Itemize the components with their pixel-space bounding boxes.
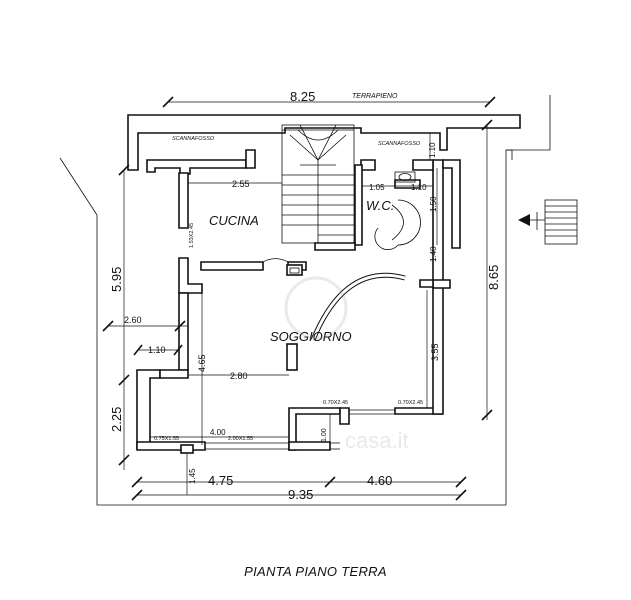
dim-window-d: 2.00X1.55 — [228, 436, 253, 442]
dim-left-lower-height: 2.25 — [109, 407, 124, 432]
watermark: casa.it — [284, 276, 409, 453]
dim-left-step: 1.10 — [148, 345, 166, 355]
dim-bottom-total: 9.35 — [288, 487, 313, 502]
dim-wc-top: 1.10 — [428, 142, 437, 158]
interior-dimensions: 2.55 1.53X2.45 1.05 1.10 1.10 1.50 1.40 … — [150, 133, 440, 445]
watermark-text: casa.it — [345, 428, 409, 453]
dim-bottom-right: 4.60 — [367, 473, 392, 488]
building-walls — [136, 149, 461, 454]
dim-wc-height: 1.50 — [429, 196, 438, 212]
windows — [205, 409, 395, 450]
dim-bottom-left: 4.75 — [208, 473, 233, 488]
site-boundary — [59, 95, 551, 506]
room-label-wc: W.C. — [366, 198, 394, 213]
dim-lower-height: 1.00 — [321, 428, 328, 442]
dim-wc-width-b: 1.10 — [411, 183, 427, 192]
room-label-cucina: CUCINA — [209, 213, 259, 228]
dim-wc-width-a: 1.05 — [369, 183, 385, 192]
plan-caption: PIANTA PIANO TERRA — [244, 564, 387, 579]
dim-lower-width: 4.00 — [210, 428, 226, 437]
dim-top-width-label: 8.25 — [290, 89, 315, 104]
dim-bottom-small: 1.45 — [188, 468, 197, 484]
dim-cucina-door: 1.53X2.45 — [189, 223, 195, 248]
terrapieno-label: TERRAPIENO — [352, 93, 398, 100]
entry-steps — [544, 199, 578, 245]
dim-left-offset: 2.60 — [124, 315, 142, 325]
dim-soggiorno-height: 4.65 — [197, 354, 207, 372]
dim-left-upper-height: 5.95 — [109, 267, 124, 292]
dim-right-height-label: 8.65 — [486, 265, 501, 290]
room-label-soggiorno: SOGGIORNO — [270, 329, 352, 344]
dim-right-inner-height: 3.55 — [430, 343, 440, 361]
dim-window-a: 0.70X2.45 — [323, 400, 348, 406]
bottom-dimensions: 4.75 4.60 9.35 1.45 — [131, 453, 467, 502]
dim-soggiorno-width: 2.80 — [230, 371, 248, 381]
scannafosso-right-label: SCANNAFOSSO — [378, 141, 421, 147]
dim-wc-lower: 1.40 — [429, 246, 438, 262]
curved-partition — [310, 272, 406, 341]
left-dimensions: 5.95 2.25 2.60 1.10 — [102, 164, 188, 470]
dim-window-b: 0.70X2.45 — [398, 400, 423, 406]
dim-cucina-width: 2.55 — [232, 179, 250, 189]
wc-fixtures — [374, 171, 421, 251]
staircase — [281, 124, 355, 244]
dim-window-c: 0.75X1.55 — [154, 436, 179, 442]
retaining-wall-top — [127, 114, 521, 171]
dim-top-width: 8.25 TERRAPIENO — [162, 89, 496, 108]
scannafosso-left-label: SCANNAFOSSO — [172, 136, 215, 142]
door-swing — [262, 258, 303, 276]
right-dimensions: 8.65 — [481, 119, 501, 421]
entry-arrow-icon — [518, 212, 545, 230]
